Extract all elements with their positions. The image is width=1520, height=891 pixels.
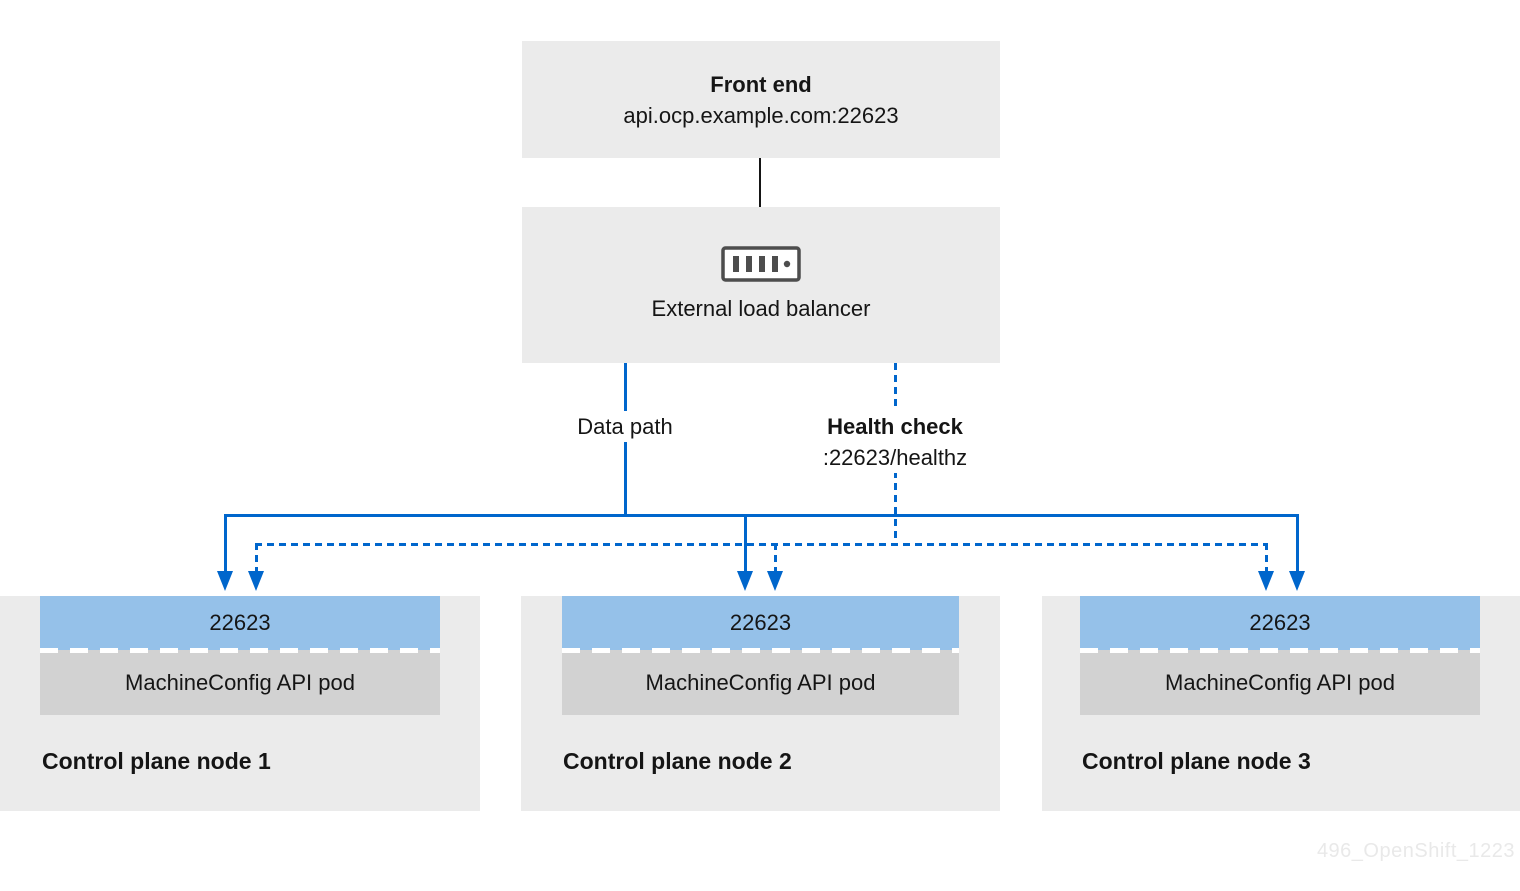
- machineconfig-pod-box-node3: MachineConfig API pod: [1080, 648, 1480, 715]
- control-plane-node-1: 22623 MachineConfig API pod Control plan…: [0, 596, 480, 811]
- front-end-title: Front end: [710, 71, 812, 97]
- load-balancer-label: External load balancer: [651, 296, 871, 321]
- pod-label-node3: MachineConfig API pod: [1165, 669, 1395, 695]
- server-icon: [721, 246, 801, 282]
- data-path-arrow-node3: [1289, 571, 1305, 591]
- pod-label-node1: MachineConfig API pod: [125, 669, 355, 695]
- health-check-drop-node3: [1265, 543, 1268, 575]
- pod-label-node2: MachineConfig API pod: [645, 669, 876, 695]
- health-check-arrow-node2: [767, 571, 783, 591]
- port-box-node1: 22623: [40, 596, 440, 650]
- data-path-arrow-node2: [737, 571, 753, 591]
- frontend-to-loadbalancer-connector: [759, 158, 761, 207]
- health-check-arrow-node3: [1258, 571, 1274, 591]
- control-plane-node-2: 22623 MachineConfig API pod Control plan…: [521, 596, 1000, 811]
- port-label-node3: 22623: [1249, 610, 1311, 635]
- port-label-node2: 22623: [729, 610, 792, 635]
- data-path-arrow-node1: [217, 571, 233, 591]
- health-check-label: Health check: [827, 414, 963, 439]
- data-path-drop-node1: [224, 514, 227, 575]
- node-label-node1: Control plane node 1: [42, 748, 271, 774]
- health-check-endpoint: :22623/healthz: [822, 445, 968, 470]
- front-end-box: Front end api.ocp.example.com:22623: [522, 41, 1000, 158]
- watermark: 496_OpenShift_1223: [1316, 840, 1515, 862]
- data-path-horizontal-line: [224, 514, 1298, 517]
- load-balancer-box: External load balancer: [522, 207, 1000, 363]
- data-path-drop-node3: [1296, 514, 1299, 575]
- data-path-drop-node2: [744, 514, 747, 575]
- health-check-horizontal-line: [255, 543, 1267, 546]
- machineconfig-pod-box-node1: MachineConfig API pod: [40, 648, 440, 715]
- machineconfig-pod-box-node2: MachineConfig API pod: [562, 648, 959, 715]
- node-label-node3: Control plane node 3: [1082, 748, 1311, 774]
- control-plane-node-3: 22623 MachineConfig API pod Control plan…: [1042, 596, 1520, 811]
- data-path-label: Data path: [540, 411, 710, 442]
- health-check-drop-node2: [774, 543, 777, 575]
- health-check-drop-node1: [255, 543, 258, 575]
- health-check-arrow-node1: [248, 571, 264, 591]
- port-box-node3: 22623: [1080, 596, 1480, 650]
- health-check-label-group: Health check :22623/healthz: [795, 411, 995, 473]
- port-label-node1: 22623: [209, 610, 271, 635]
- node-label-node2: Control plane node 2: [563, 748, 792, 774]
- port-box-node2: 22623: [562, 596, 959, 650]
- front-end-address: api.ocp.example.com:22623: [623, 102, 899, 128]
